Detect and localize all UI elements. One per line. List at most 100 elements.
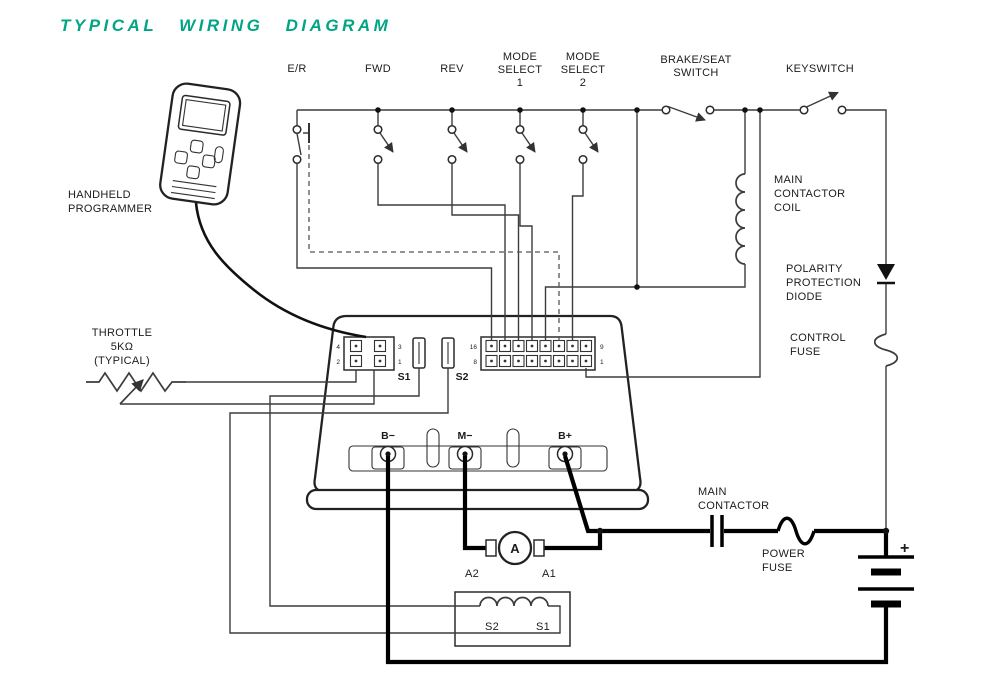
- label-throttle-1: THROTTLE: [92, 327, 152, 339]
- junction-dots: [375, 107, 890, 535]
- label-diode-2: PROTECTION: [786, 277, 861, 289]
- label-throttle-2: 5KΩ: [111, 341, 134, 353]
- motor-field-assembly: S2 S1: [454, 591, 571, 647]
- pin-number-1: 1: [398, 359, 402, 366]
- pin-number-2: 2: [336, 359, 340, 366]
- wire-throttle-wiper: [120, 370, 375, 405]
- keyswitch-symbol: [799, 91, 847, 115]
- main-contactor-coil-symbol: [735, 173, 746, 265]
- throttle-symbol: [86, 371, 186, 405]
- armature-symbol: A: [485, 530, 545, 566]
- label-mode2-3: 2: [580, 77, 586, 89]
- brush-left: [485, 539, 497, 557]
- terminal-bar: [348, 445, 608, 472]
- wire-m-minus-armature: [462, 456, 486, 551]
- standoff-left: [426, 428, 440, 468]
- label-mode1-1: MODE: [503, 51, 537, 63]
- main-contactor-symbol: [710, 515, 724, 547]
- brush-right: [533, 539, 545, 557]
- rev-switch-symbol: [447, 110, 468, 165]
- label-field-s1: S1: [536, 621, 550, 633]
- label-s1-pin: S1: [398, 371, 411, 383]
- wire-b-plus-contactor: [562, 455, 710, 534]
- programmer-key-left: [174, 150, 189, 165]
- label-mode2-2: SELECT: [561, 64, 606, 76]
- page-title: TYPICAL WIRING DIAGRAM: [60, 16, 392, 35]
- label-coil-3: COIL: [774, 202, 801, 214]
- connector-16pin: 16 9 8 1: [470, 336, 604, 371]
- polarity-diode-symbol: [877, 264, 895, 285]
- label-rev: REV: [440, 63, 464, 75]
- pin-number-8: 8: [473, 359, 477, 366]
- mode1-switch-symbol: [515, 110, 536, 165]
- brake-seat-switch-symbol: [661, 105, 715, 122]
- pin-number-9: 9: [600, 344, 604, 351]
- wire-s2-to-field: [229, 368, 561, 634]
- fwd-switch-symbol: [373, 110, 394, 165]
- label-handheld-2: PROGRAMMER: [68, 203, 152, 215]
- standoff-right: [506, 428, 520, 468]
- label-main-contactor-1: MAIN: [698, 486, 727, 498]
- label-terminal-m-minus: M−: [458, 430, 473, 442]
- pin-number-4: 4: [336, 344, 340, 351]
- wire-mode2-output: [571, 163, 584, 341]
- top-bus-and-switches: [292, 91, 890, 535]
- wire-er-output: [296, 163, 493, 341]
- pin-number-16: 16: [470, 344, 478, 351]
- pin-number-3: 3: [398, 344, 402, 351]
- handheld-programmer-device: [159, 82, 367, 339]
- label-diode-3: DIODE: [786, 291, 822, 303]
- wire-fuse-battery: [814, 528, 889, 557]
- wire-mode1-output: [519, 163, 533, 341]
- field-winding-symbol: [479, 596, 549, 607]
- label-coil-2: CONTACTOR: [774, 188, 845, 200]
- label-mode1-2: SELECT: [498, 64, 543, 76]
- label-brake-seat-1: BRAKE/SEAT: [660, 54, 731, 66]
- wire-armature-to-bplus: [544, 531, 603, 551]
- label-field-s2: S2: [485, 621, 499, 633]
- programmer-key-right: [201, 154, 216, 169]
- power-fuse-symbol: [776, 516, 816, 546]
- label-coil-1: MAIN: [774, 174, 803, 186]
- programmer-side-button: [213, 146, 224, 164]
- label-terminal-b-minus: B−: [381, 430, 395, 442]
- label-control-fuse-1: CONTROL: [790, 332, 846, 344]
- label-mode2-1: MODE: [566, 51, 600, 63]
- label-s2-pin: S2: [456, 371, 469, 383]
- control-fuse-symbol: [873, 333, 899, 367]
- label-er: E/R: [287, 63, 306, 75]
- throttle-wiper-arrow: [119, 379, 144, 405]
- label-fwd: FWD: [365, 63, 391, 75]
- programmer-cable: [194, 202, 367, 339]
- label-keyswitch: KEYSWITCH: [786, 63, 854, 75]
- label-control-fuse-2: FUSE: [790, 346, 821, 358]
- label-a1: A1: [542, 568, 556, 580]
- label-main-contactor-2: CONTACTOR: [698, 500, 769, 512]
- er-switch-symbol: [292, 110, 310, 165]
- programmer-key-up: [189, 139, 204, 154]
- power-wiring: [385, 366, 889, 665]
- programmer-key-down: [186, 165, 201, 180]
- controller-base-plate: [305, 488, 650, 511]
- wire-s1-to-field: [269, 368, 480, 607]
- label-handheld-1: HANDHELD: [68, 189, 131, 201]
- label-throttle-3: (TYPICAL): [94, 355, 150, 367]
- wire-b-minus-battery: [385, 456, 889, 665]
- label-power-fuse-2: FUSE: [762, 562, 793, 574]
- wire-er-linkage-dashed: [308, 145, 560, 341]
- wire-coil-return: [544, 264, 746, 341]
- wire-rev-output: [451, 163, 520, 341]
- mode2-switch-symbol: [578, 110, 599, 165]
- label-power-fuse-1: POWER: [762, 548, 805, 560]
- wire-keyswitch-tap: [585, 110, 761, 378]
- label-a2: A2: [465, 568, 479, 580]
- wire-throttle-end: [186, 370, 357, 383]
- battery-symbol: [858, 555, 914, 608]
- bus-segment-right: [846, 109, 887, 264]
- label-mode1-3: 1: [517, 77, 523, 89]
- label-armature: A: [510, 541, 520, 556]
- control-wiring: [120, 110, 761, 634]
- programmer-screen: [177, 94, 231, 136]
